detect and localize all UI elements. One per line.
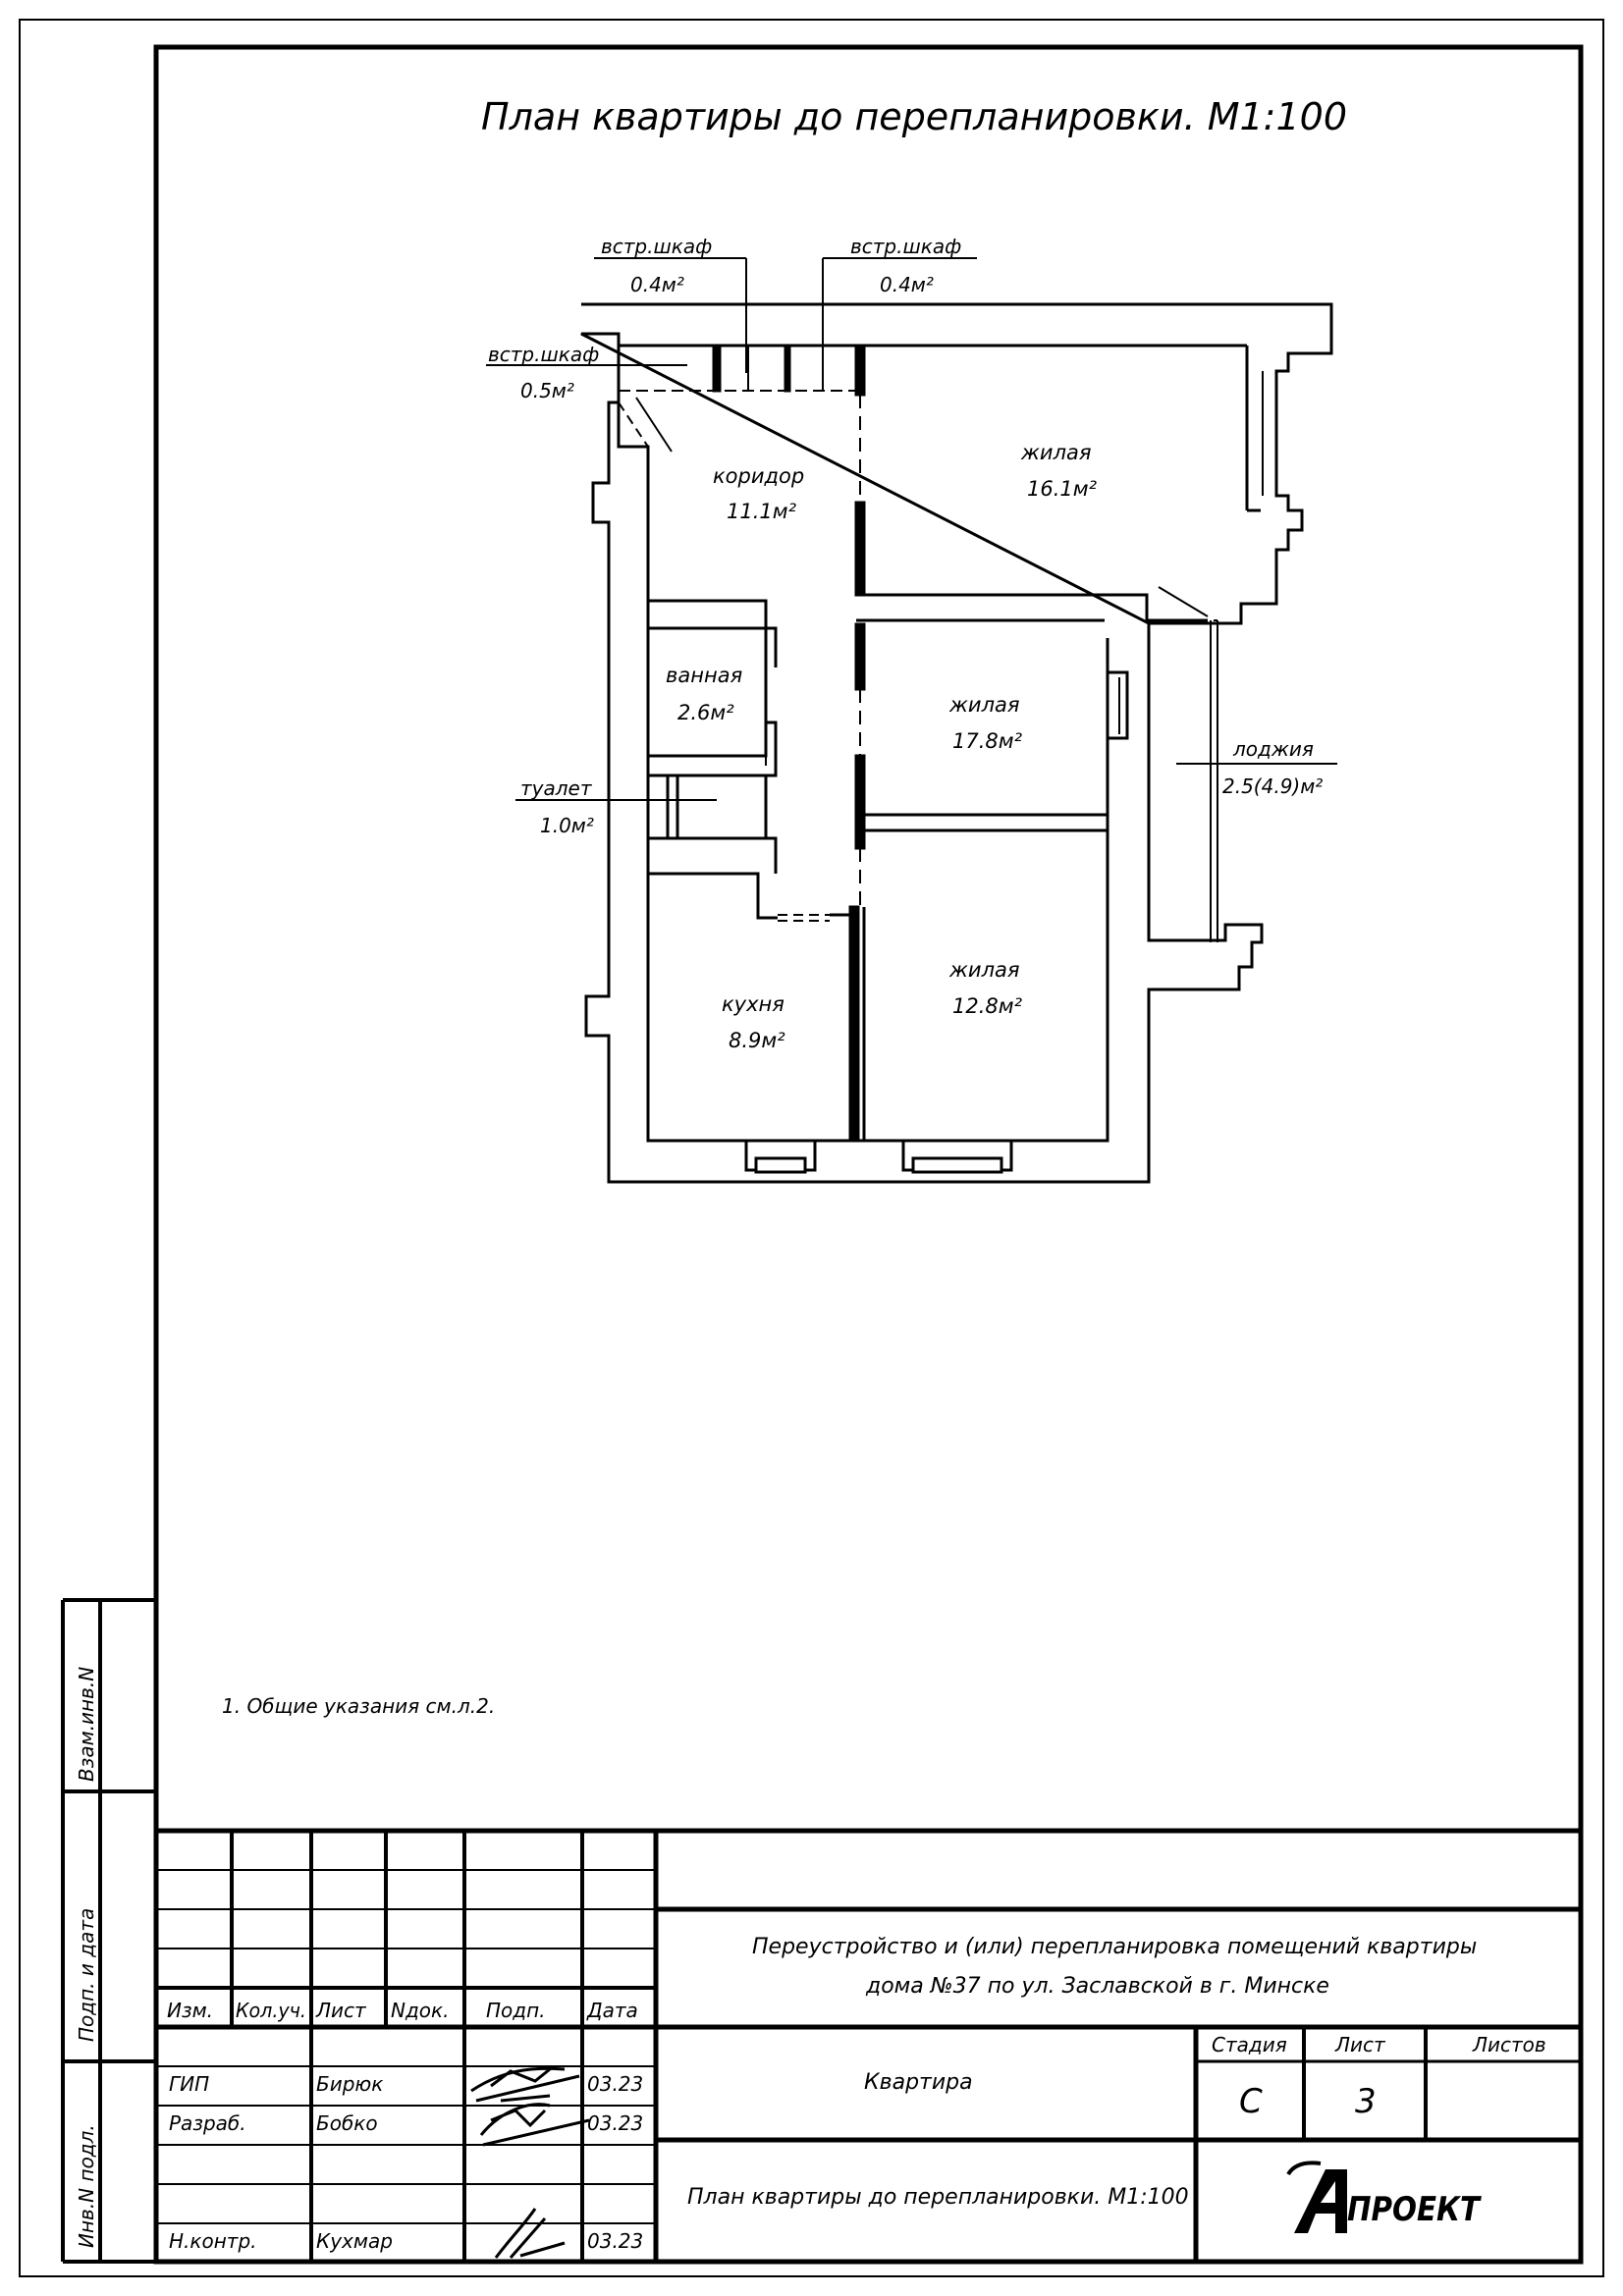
stamp-header-podp: Подп. [486,1999,546,2022]
room-living-3-area: 12.8м² [952,994,1023,1018]
stamp-row-4-role: Н.контр. [169,2229,257,2253]
general-note: 1. Общие указания см.л.2. [222,1694,495,1718]
signature-marks [470,2066,590,2259]
room-bath-name: ванная [666,664,742,687]
room-living-1-name: жилая [1020,441,1092,464]
callout-wardrobe-3-name: встр.шкаф [488,343,599,366]
stamp-object: Квартира [864,2070,973,2095]
room-corridor-name: коридор [713,464,804,488]
sheet-title: План квартиры до перепланировки. М1:100 [481,95,1347,138]
side-stamp-inv-podl: Инв.N подл. [75,2124,98,2248]
room-living-2-name: жилая [948,693,1020,717]
stamp-row-4-name: Кухмар [316,2229,393,2253]
side-stamp [61,1598,156,2264]
callout-wardrobe-2-name: встр.шкаф [850,235,961,258]
callout-wardrobe-1-name: встр.шкаф [601,235,712,258]
stamp-sheets-label: Листов [1472,2033,1546,2056]
callout-wardrobe-3-area: 0.5м² [520,379,574,402]
stamp-row-1-role: ГИП [169,2072,209,2096]
room-corridor-area: 11.1м² [727,500,797,523]
stamp-header-izm: Изм. [167,1999,213,2022]
side-stamp-inv-vzam: Взам.инв.N [75,1667,98,1782]
stamp-project-line-1: Переустройство и (или) перепланировка по… [752,1935,1477,1959]
stamp-sheet-value: 3 [1355,2082,1377,2121]
stamp-row-1-date: 03.23 [587,2072,643,2096]
stamp-drawing-title: План квартиры до перепланировки. М1:100 [687,2185,1189,2210]
callout-toilet-area: 1.0м² [540,814,594,837]
stamp-row-1-name: Бирюк [316,2072,383,2096]
stamp-header-koluch: Кол.уч. [236,1999,306,2022]
callout-loggia-area: 2.5(4.9)м² [1222,774,1323,798]
room-living-2-area: 17.8м² [952,729,1023,753]
stamp-header-list: Лист [315,1999,367,2022]
room-living-3-name: жилая [948,958,1020,982]
main-frame [153,44,1584,2265]
room-bath-area: 2.6м² [677,701,734,724]
company-logo-text: ПРОЕКТ [1347,2190,1482,2229]
stamp-project-line-2: дома №37 по ул. Заславской в г. Минске [865,1974,1329,1999]
stamp-header-ndok: Nдок. [391,1999,449,2022]
company-logo: ПРОЕКТ [1286,2161,1482,2233]
callout-wardrobe-1-area: 0.4м² [630,273,684,296]
callout-leaders [486,257,1337,801]
stamp-row-2-date: 03.23 [587,2111,643,2135]
stamp-row-4-date: 03.23 [587,2229,643,2253]
stamp-stage-value: С [1239,2082,1263,2121]
callout-loggia-name: лоджия [1232,737,1314,761]
outer-frame [19,19,1604,2277]
stamp-sheet-label: Лист [1334,2033,1386,2056]
side-stamp-podp-data: Подп. и дата [75,1908,98,2042]
stamp-header-data: Дата [586,1999,638,2022]
callout-wardrobe-2-area: 0.4м² [880,273,934,296]
title-block-grid [156,1828,1581,2262]
room-living-1-area: 16.1м² [1027,477,1098,501]
stamp-row-2-name: Бобко [316,2111,378,2135]
stamp-stage-label: Стадия [1212,2033,1287,2056]
room-kitchen-area: 8.9м² [729,1029,785,1052]
stamp-row-2-role: Разраб. [169,2111,246,2135]
room-kitchen-name: кухня [722,992,784,1016]
callout-toilet-name: туалет [520,776,593,800]
